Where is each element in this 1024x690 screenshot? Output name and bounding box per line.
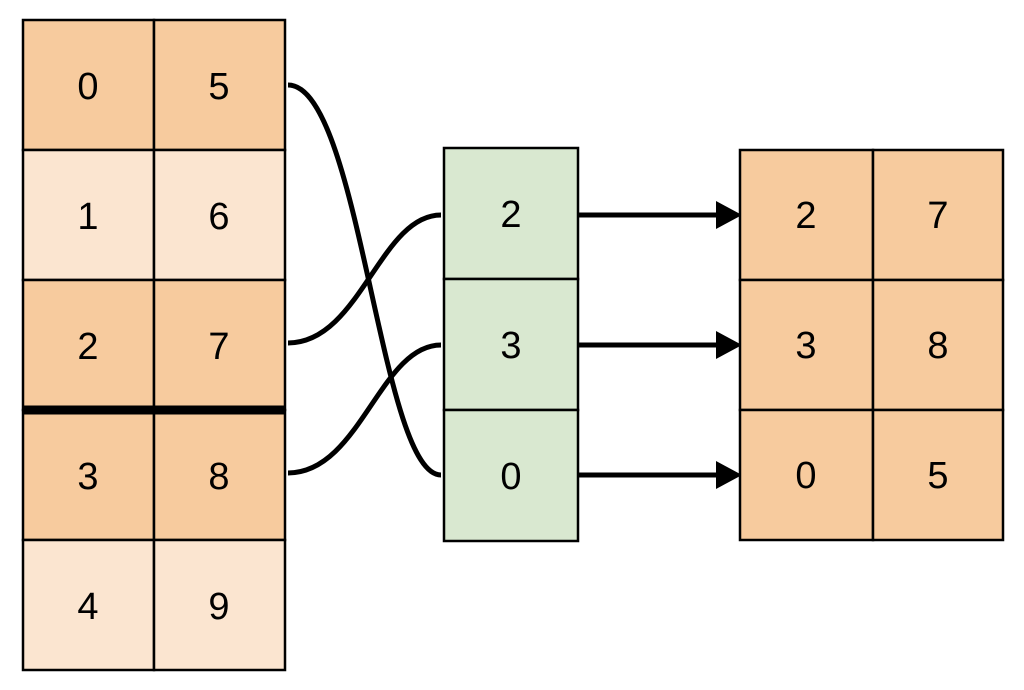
- arrow-index2-to-result-row2: [578, 461, 742, 489]
- arrow-head-icon: [716, 331, 742, 359]
- arrow-index1-to-result-row1: [578, 331, 742, 359]
- index-cell-label-2: 0: [500, 456, 521, 498]
- arrow-head-icon: [716, 201, 742, 229]
- source-row-1[interactable]: 1 6: [21, 148, 287, 282]
- index-cell-2[interactable]: [442, 408, 580, 543]
- result-cell-2-1[interactable]: [871, 408, 1005, 542]
- source-row-4[interactable]: 4 9: [21, 538, 287, 672]
- source-cell-label-1-1: 6: [208, 196, 229, 238]
- source-cell-label-0-1: 5: [208, 66, 229, 108]
- source-row-0[interactable]: 0 5: [21, 18, 287, 152]
- arrow-head-icon: [716, 461, 742, 489]
- source-table: 0 5 1 6 2 7 3 8: [21, 18, 287, 672]
- source-cell-label-3-1: 8: [208, 456, 229, 498]
- source-cell-1-1[interactable]: [152, 148, 287, 282]
- source-row-2[interactable]: 2 7: [21, 278, 287, 412]
- result-cell-0-0[interactable]: [738, 148, 875, 282]
- source-cell-3-1[interactable]: [152, 408, 287, 542]
- source-cell-0-0[interactable]: [21, 18, 156, 152]
- connector-group: [287, 82, 442, 478]
- result-cell-label-2-0: 0: [795, 455, 816, 497]
- result-cell-label-0-0: 2: [795, 195, 816, 237]
- result-cell-0-1[interactable]: [871, 148, 1005, 282]
- index-column: 2 3 0: [442, 146, 580, 543]
- source-cell-1-0[interactable]: [21, 148, 156, 282]
- index-cell-label-0: 2: [500, 194, 521, 236]
- source-cell-0-1[interactable]: [152, 18, 287, 152]
- result-cell-label-0-1: 7: [927, 195, 948, 237]
- source-cell-4-0[interactable]: [21, 538, 156, 672]
- arrow-group: [578, 201, 742, 489]
- arrow-index0-to-result-row0: [578, 201, 742, 229]
- source-cell-label-2-0: 2: [77, 326, 98, 368]
- source-cell-label-4-1: 9: [208, 586, 229, 628]
- source-cell-label-3-0: 3: [77, 456, 98, 498]
- source-cell-2-1[interactable]: [152, 278, 287, 412]
- connector-row2-to-index-slot0: [287, 212, 442, 346]
- result-cell-1-1[interactable]: [871, 278, 1005, 412]
- source-row-3[interactable]: 3 8: [21, 408, 287, 542]
- result-cell-2-0[interactable]: [738, 408, 875, 542]
- result-table: 2 7 3 8 0 5: [738, 148, 1005, 542]
- source-cell-label-0-0: 0: [77, 66, 98, 108]
- index-cell-1[interactable]: [442, 277, 580, 412]
- result-cell-label-1-1: 8: [927, 325, 948, 367]
- source-cell-label-1-0: 1: [77, 196, 98, 238]
- source-cell-label-2-1: 7: [208, 326, 229, 368]
- result-cell-label-2-1: 5: [927, 455, 948, 497]
- connector-row3-to-index-slot1: [287, 342, 442, 476]
- index-cell-label-1: 3: [500, 325, 521, 367]
- source-cell-4-1[interactable]: [152, 538, 287, 672]
- source-cell-label-4-0: 4: [77, 586, 98, 628]
- result-cell-label-1-0: 3: [795, 325, 816, 367]
